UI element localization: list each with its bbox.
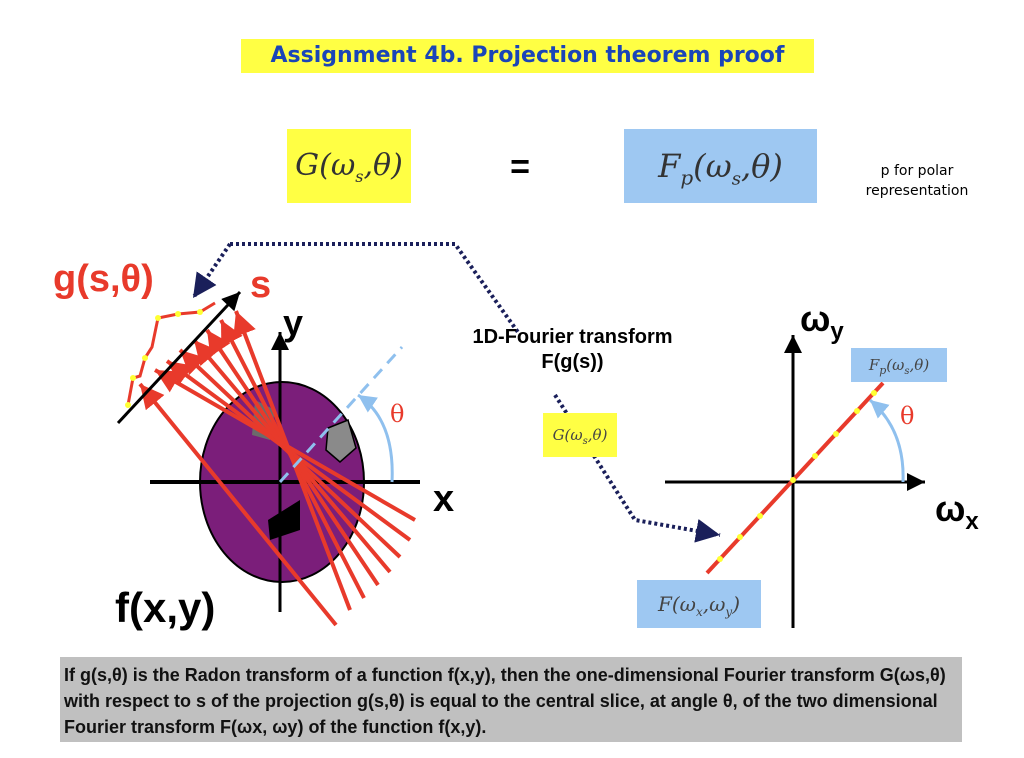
projection-rays	[138, 310, 416, 627]
caption-highlight	[60, 657, 962, 742]
equals-sign: =	[510, 148, 530, 186]
projection-profile-points	[125, 309, 203, 408]
theta-label-left: θ	[390, 400, 405, 428]
y-axis-label: y	[283, 302, 304, 343]
theorem-caption: If g(s,θ) is the Radon transform of a fu…	[64, 665, 946, 737]
fp-box: Fp(ωs,θ)	[851, 348, 947, 382]
polar-note: p for polar representation	[865, 163, 969, 199]
object-feature-2	[325, 418, 357, 463]
object-feature-3	[268, 500, 300, 540]
f-box: F(ωx,ωy)	[637, 580, 761, 628]
function-label: f(x,y)	[115, 584, 216, 631]
projection-label: g(s,θ)	[53, 258, 154, 300]
equation-right: Fp(ωs,θ)	[658, 147, 783, 190]
wx-axis-label: ωx	[935, 488, 979, 536]
theta-arc-right	[869, 398, 905, 483]
title-highlight	[241, 39, 814, 73]
page-title: Assignment 4b. Projection theorem proof	[270, 43, 785, 68]
s-axis-line	[116, 290, 242, 425]
theta-arc-left	[357, 393, 394, 483]
slice-points	[717, 390, 877, 562]
wy-axis-label: ωy	[800, 298, 844, 346]
angle-line-left	[278, 345, 404, 484]
projection-profile	[126, 301, 216, 406]
equation-right-highlight	[624, 129, 817, 203]
x-axis-label: x	[433, 478, 455, 520]
g-transform-box: G(ωs,θ)	[543, 413, 617, 457]
s-axis-label: s	[250, 264, 272, 306]
fourier-transform-label: 1D-Fourier transform F(g(s))	[472, 326, 673, 373]
equation-left-highlight	[287, 129, 411, 203]
equation-left-text: G(ωs,θ)	[295, 148, 403, 186]
theta-label-right: θ	[900, 402, 915, 430]
equation-left: G(ωs,θ)	[287, 129, 411, 203]
